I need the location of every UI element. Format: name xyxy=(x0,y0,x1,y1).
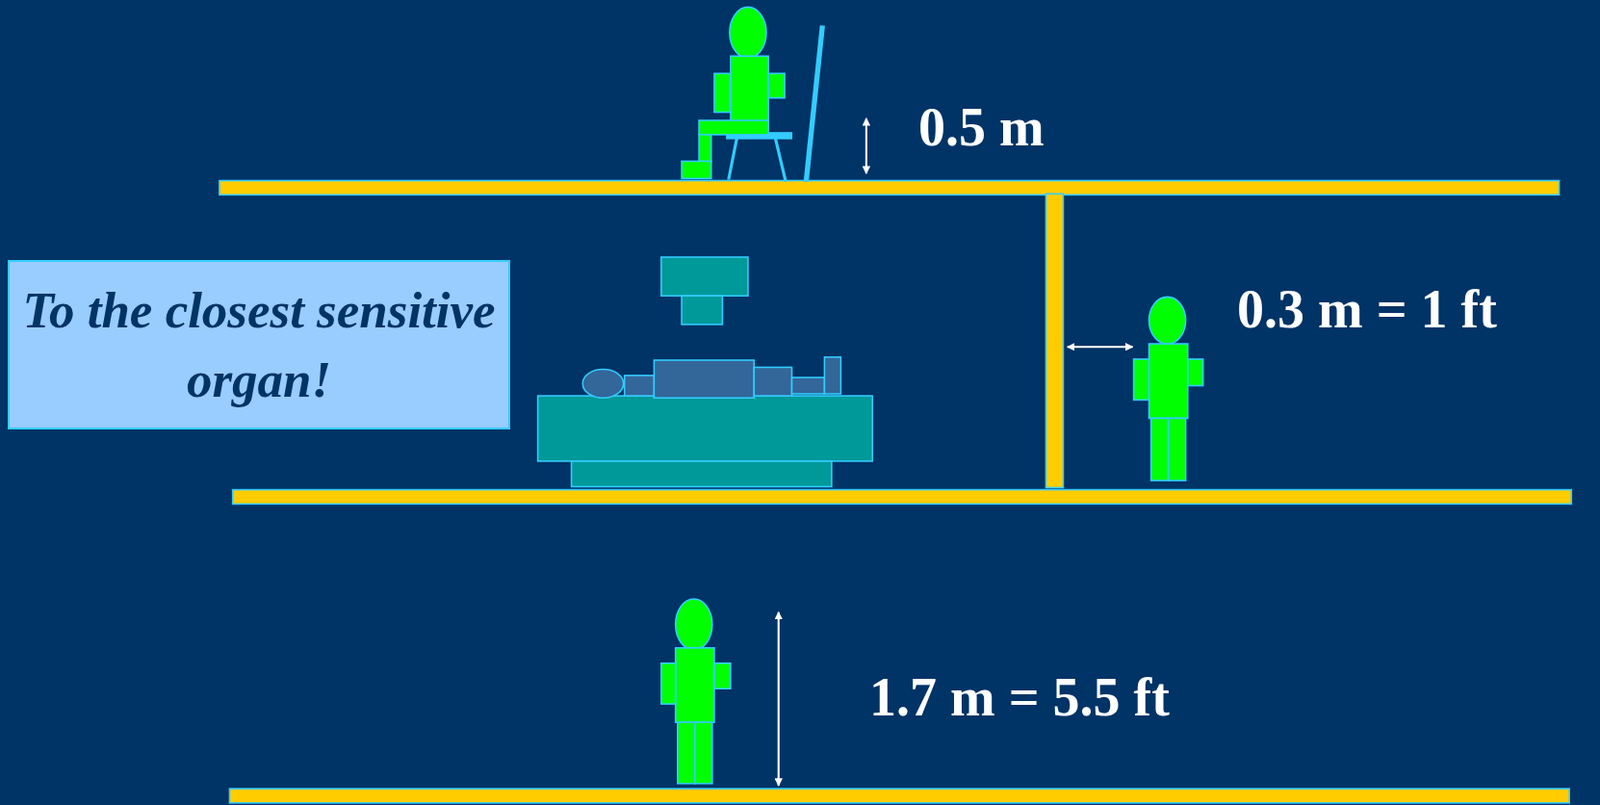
seated-person xyxy=(681,6,785,179)
standing-person-below xyxy=(661,598,731,784)
table-base xyxy=(571,461,832,487)
xray-tube xyxy=(661,257,749,296)
standing-person-beside-wall xyxy=(1134,296,1204,481)
dimension-label: 1.7 m = 5.5 ft xyxy=(869,670,1170,724)
patient-table xyxy=(538,395,874,462)
patient-head xyxy=(582,369,623,399)
note-text: To the closest sensitive organ! xyxy=(9,275,509,414)
patient-feet xyxy=(824,357,841,394)
lower-floor xyxy=(229,788,1570,803)
room-floor xyxy=(232,490,1573,505)
patient-legs xyxy=(792,377,826,394)
patient-torso xyxy=(653,360,754,398)
collimator xyxy=(681,295,723,325)
note-box: To the closest sensitive organ! xyxy=(7,259,511,430)
dimension-label: 0.3 m = 1 ft xyxy=(1237,282,1497,336)
dimension-arrow xyxy=(865,118,868,174)
xray-equipment xyxy=(538,257,874,487)
wall xyxy=(1045,193,1063,488)
dimension-arrow xyxy=(1067,345,1134,348)
patient-neck xyxy=(624,375,655,396)
dimension-label: 0.5 m xyxy=(918,100,1045,155)
ceiling-floor xyxy=(219,180,1560,196)
patient-hips xyxy=(753,366,792,396)
dimension-arrow xyxy=(777,612,780,786)
